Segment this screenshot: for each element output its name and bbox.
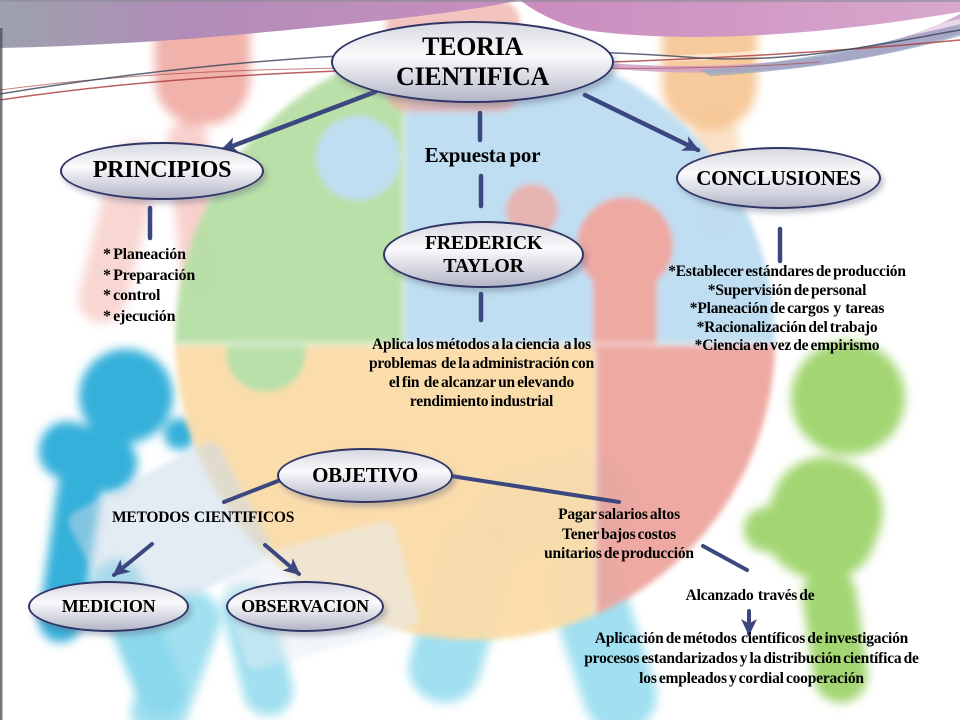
frederick-desc-line: el fin de alcanzar un elevando: [388, 374, 575, 391]
text-aplicacion: Aplicación de métodos científicos de inv…: [560, 629, 943, 689]
node-objetivo: OBJETIVO: [277, 448, 453, 503]
connector-teoria-principios: [219, 89, 378, 153]
node-medicion-label: MEDICION: [61, 596, 156, 617]
label-expuesta-por: Expuesta por: [424, 143, 541, 167]
objetivo-desc-line: Pagar salarios altos: [558, 506, 680, 523]
conclusiones-item: *Planeación de cargos y tareas: [689, 300, 885, 318]
principios-item: * control: [103, 287, 161, 304]
node-principios: PRINCIPIOS: [60, 142, 264, 200]
objetivo-desc-line: Tener bajos costos: [562, 525, 676, 543]
node-principios-label: PRINCIPIOS: [92, 157, 232, 184]
connector-metodos-observacion: [263, 543, 301, 576]
label-alcanzado: Alcanzado través de: [685, 587, 815, 604]
conclusiones-item: *Supervisión de personal: [707, 281, 867, 299]
objetivo-desc-line: unitarios de producción: [544, 545, 694, 562]
text-principios-list: * Planeación * Preparación * control * e…: [103, 245, 195, 327]
green-person-right: [743, 341, 905, 703]
aplicacion-line: procesos estandarizados y la distribució…: [584, 650, 919, 667]
text-frederick-desc: Aplica los métodos a la ciencia a los pr…: [330, 335, 633, 411]
principios-item: * Planeación: [103, 246, 186, 263]
node-teoria-line2: CIENTIFICA: [395, 62, 550, 91]
puzzle-tab-red-stem: [593, 245, 657, 350]
aplicacion-line: Aplicación de métodos científicos de inv…: [594, 630, 909, 647]
principios-item: * Preparación: [103, 266, 196, 284]
puzzle-tab-blue: [316, 116, 400, 200]
node-conclusiones: CONCLUSIONES: [676, 147, 881, 209]
frederick-desc-line: problemas de la administración con: [368, 355, 595, 372]
node-teoria-line1: TEORIA: [422, 32, 523, 62]
node-conclusiones-label: CONCLUSIONES: [696, 165, 861, 190]
conclusiones-item: *Ciencia en vez de empirismo: [694, 337, 880, 355]
connector-teoria-conclusiones: [582, 92, 701, 153]
label-metodos-cientificos: METODOS CIENTIFICOS: [112, 509, 295, 526]
connector-objetivo-pagar: [449, 474, 621, 504]
node-frederick-taylor: FREDERICK TAYLOR: [383, 221, 584, 288]
node-frederick-line1: FREDERICK: [424, 231, 543, 254]
node-observacion: OBSERVACION: [226, 581, 384, 632]
node-medicion: MEDICION: [28, 581, 189, 632]
connector-pagar-alcanzado: [701, 544, 749, 572]
principios-item: * ejecución: [103, 307, 176, 325]
aplicacion-line: los empleados y cordial cooperación: [639, 670, 864, 687]
frederick-desc-line: Aplica los métodos a la ciencia a los: [372, 336, 591, 353]
text-objetivo-desc: Pagar salarios altos Tener bajos costos …: [519, 505, 719, 564]
connector-metodos-medicion: [112, 542, 154, 577]
node-teoria-cientifica: TEORIA CIENTIFICA: [331, 21, 614, 103]
node-objetivo-label: OBJETIVO: [312, 463, 418, 488]
frederick-desc-line: rendimiento industrial: [409, 393, 554, 410]
connector-objetivo-metodos: [222, 477, 285, 504]
text-conclusiones-list: *Establecer estándares de producción *Su…: [622, 263, 952, 356]
node-frederick-line2: TAYLOR: [443, 254, 524, 277]
conclusiones-item: *Establecer estándares de producción: [668, 263, 906, 280]
puzzle-tab-green: [226, 312, 306, 392]
node-observacion-label: OBSERVACION: [241, 596, 369, 617]
conclusiones-item: *Racionalización del trabajo: [696, 318, 878, 336]
